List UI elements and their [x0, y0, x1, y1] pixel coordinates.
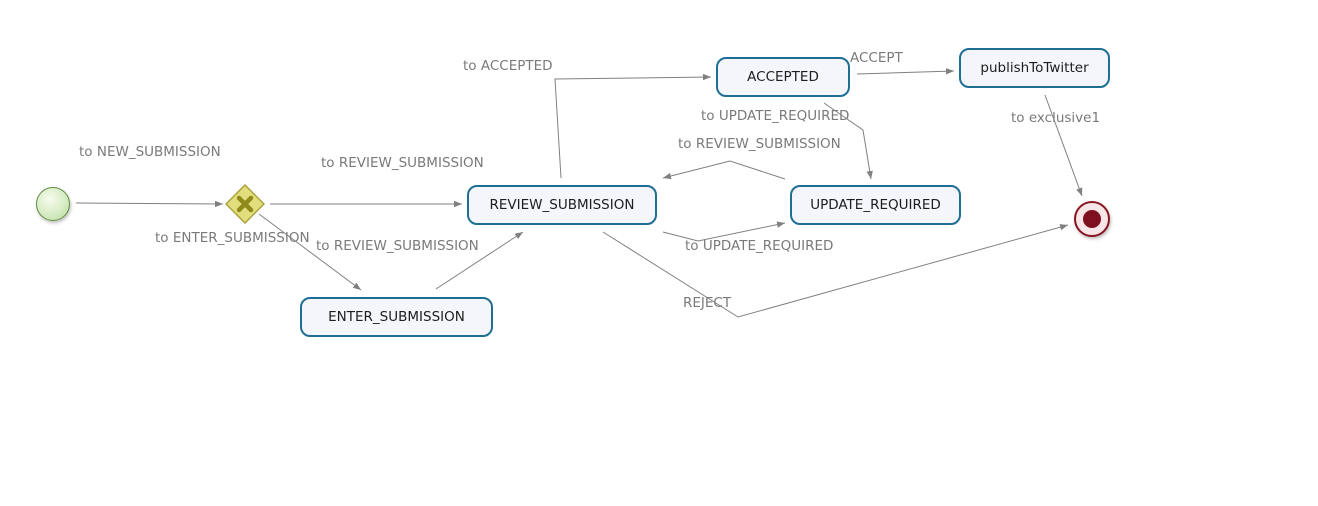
edge-accepted-to-update-required[interactable] [823, 102, 873, 180]
edge-label-gateway-to-review-submission: to REVIEW_SUBMISSION [321, 155, 484, 171]
task-label: UPDATE_REQUIRED [810, 197, 941, 213]
edge-label-to-accepted: to ACCEPTED [463, 58, 553, 74]
task-review-submission[interactable]: REVIEW_SUBMISSION [467, 185, 657, 225]
edge-to-accepted[interactable] [554, 73, 712, 179]
start-event-icon[interactable] [36, 187, 70, 221]
exclusive-gateway-icon[interactable] [225, 184, 265, 224]
task-accepted[interactable]: ACCEPTED [716, 57, 850, 97]
edge-label-review-to-update-required: to UPDATE_REQUIRED [685, 238, 834, 254]
edge-label-update-to-review-submission: to REVIEW_SUBMISSION [678, 136, 841, 152]
edge-enter-to-review-submission[interactable] [435, 231, 524, 290]
edge-label-to-exclusive1: to exclusive1 [1011, 110, 1101, 126]
edge-label-accepted-to-update-required: to UPDATE_REQUIRED [701, 108, 850, 124]
edge-label-to-new-submission: to NEW_SUBMISSION [79, 144, 221, 160]
edge-label-accept: ACCEPT [850, 50, 903, 66]
end-event-icon[interactable] [1074, 201, 1110, 237]
task-update-required[interactable]: UPDATE_REQUIRED [790, 185, 961, 225]
edge-label-enter-to-review-submission: to REVIEW_SUBMISSION [316, 238, 479, 254]
task-label: ACCEPTED [747, 69, 819, 85]
edge-review-to-update-required[interactable] [662, 221, 786, 242]
task-label: REVIEW_SUBMISSION [489, 197, 635, 213]
edge-to-enter-submission[interactable] [258, 213, 362, 291]
edge-label-to-enter-submission: to ENTER_SUBMISSION [155, 230, 310, 246]
edge-accept[interactable] [856, 68, 955, 75]
edge-label-reject: REJECT [683, 295, 732, 311]
edge-update-to-review-submission[interactable] [662, 160, 786, 180]
end-event-core [1083, 210, 1101, 228]
task-enter-submission[interactable]: ENTER_SUBMISSION [300, 297, 493, 337]
edge-reject[interactable] [602, 224, 1069, 318]
task-publish-to-twitter[interactable]: publishToTwitter [959, 48, 1110, 88]
task-label: publishToTwitter [980, 60, 1089, 76]
edge-publish-to-end[interactable] [1044, 94, 1083, 197]
task-label: ENTER_SUBMISSION [328, 309, 465, 325]
edge-to-new-submission[interactable] [75, 200, 224, 208]
